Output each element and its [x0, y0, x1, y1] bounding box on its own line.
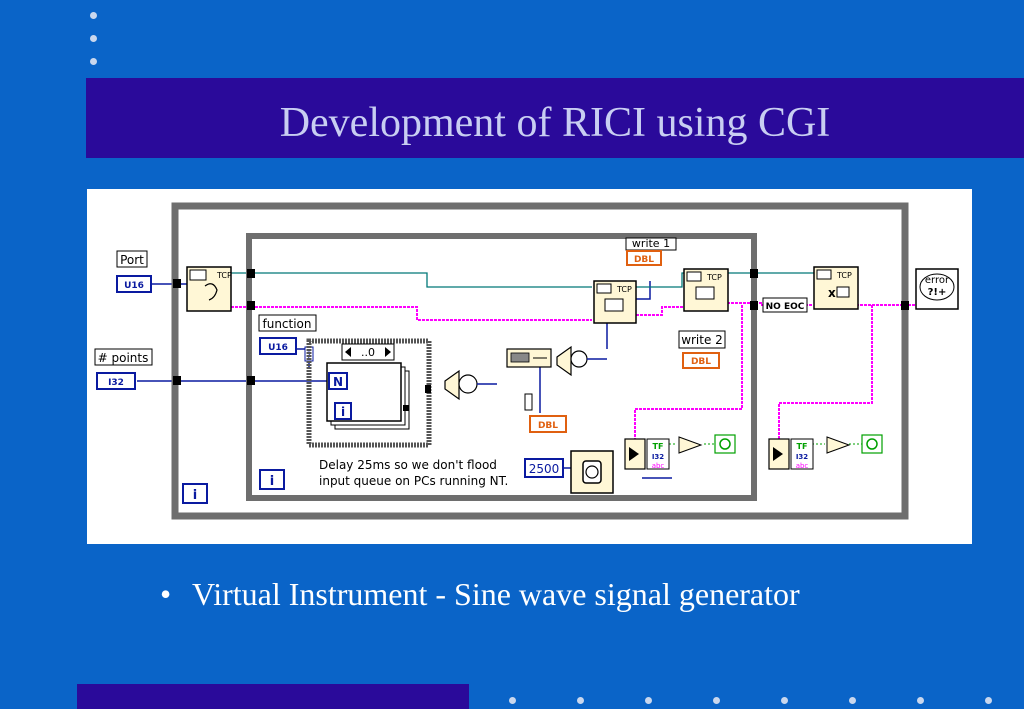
- delay-comment-line2: input queue on PCs running NT.: [319, 474, 508, 488]
- tcp-text: TCP: [216, 271, 232, 280]
- error-glyph: ?!+: [928, 287, 947, 298]
- slide-title: Development of RICI using CGI: [279, 100, 831, 146]
- decor-dot: [849, 697, 856, 704]
- wait-constant: 2500: [524, 458, 571, 478]
- decor-dot: [645, 697, 652, 704]
- wait-value: 2500: [529, 462, 560, 476]
- title-band: Development of RICI using CGI: [86, 78, 1024, 158]
- footer-band: [77, 684, 469, 709]
- function-label: function: [262, 317, 311, 331]
- abc-text: abc: [796, 462, 809, 470]
- outer-while-loop: i: [171, 202, 909, 520]
- decor-dot: [90, 58, 97, 65]
- inner-iteration-terminal: [259, 469, 285, 490]
- i32-text: I32: [652, 453, 664, 461]
- block-diagram-svg: i i Port U16 # points I32 function U16 ?: [94, 202, 959, 520]
- tcp-wire-1: [231, 272, 592, 288]
- write2-indicator: write 2 DBL: [678, 330, 726, 369]
- no-eoc-constant: NO EOC: [762, 297, 808, 313]
- decor-dot: [985, 697, 992, 704]
- error-text: error: [925, 275, 950, 286]
- write2-label: write 2: [681, 333, 723, 347]
- svg-text:x: x: [828, 286, 836, 300]
- points-type: I32: [108, 378, 124, 388]
- tf-text: TF: [797, 442, 808, 451]
- inner-while-loop: i: [246, 233, 757, 501]
- dbl-indicator-probe: DBL: [524, 393, 567, 433]
- points-label: # points: [98, 351, 149, 365]
- string-wire-6: [778, 305, 873, 441]
- decor-dot: [90, 35, 97, 42]
- port-control: Port U16: [116, 250, 152, 293]
- case-range: ..0: [361, 346, 375, 359]
- outer-i-text: i: [193, 488, 197, 503]
- wait-ms-node: [570, 450, 614, 494]
- build-array-node: [444, 369, 497, 401]
- points-control: # points I32: [94, 348, 153, 390]
- tcp-text: TCP: [706, 273, 722, 282]
- case-structure: ..0 N i: [306, 338, 432, 448]
- decor-dot: [713, 697, 720, 704]
- bullet-text: Virtual Instrument - Sine wave signal ge…: [192, 576, 800, 612]
- i32-text: I32: [796, 453, 808, 461]
- error-handler-node: error ?!+: [915, 268, 959, 310]
- write1-indicator: write 1 DBL: [625, 237, 677, 266]
- decor-dot: [781, 697, 788, 704]
- bullet-item: •Virtual Instrument - Sine wave signal g…: [160, 576, 800, 612]
- tcp-write-node-2: TCP: [683, 268, 729, 312]
- no-eoc-text: NO EOC: [766, 302, 805, 312]
- port-type: U16: [124, 281, 144, 291]
- write1-type: DBL: [634, 255, 654, 265]
- function-control: function U16 ?: [258, 314, 317, 362]
- delay-comment-line1: Delay 25ms so we don't flood: [319, 458, 497, 472]
- tcp-write-node-1: TCP: [593, 280, 637, 324]
- write2-type: DBL: [691, 357, 711, 367]
- tcp-close-node: TCP x: [813, 266, 859, 310]
- decor-dot: [577, 697, 584, 704]
- decor-dot: [509, 697, 516, 704]
- write1-label: write 1: [632, 237, 670, 250]
- block-diagram: i i Port U16 # points I32 function U16 ?: [87, 189, 972, 544]
- decor-dot: [90, 12, 97, 19]
- probe-type: DBL: [538, 421, 558, 431]
- abc-text: abc: [652, 462, 665, 470]
- inner-i-text: i: [270, 474, 274, 489]
- for-i-terminal: i: [341, 405, 345, 419]
- tcp-text: TCP: [836, 271, 852, 280]
- compare-chain-2: TF I32 abc: [768, 434, 883, 470]
- function-type: U16: [268, 343, 288, 353]
- tcp-text: TCP: [616, 285, 632, 294]
- port-label: Port: [120, 253, 144, 267]
- decor-dot: [917, 697, 924, 704]
- string-wire-1: [231, 306, 592, 321]
- n-terminal: N: [333, 375, 343, 389]
- tunnels: [173, 269, 909, 385]
- string-wire-5: [634, 305, 743, 441]
- tcp-listen-node: TCP: [186, 266, 232, 312]
- format-node: [506, 345, 607, 377]
- delay-comment: Delay 25ms so we don't flood input queue…: [319, 458, 508, 488]
- string-wire-2: [632, 306, 685, 316]
- outer-iteration-terminal: [182, 483, 208, 504]
- compare-chain-1: TF I32 abc: [624, 434, 736, 470]
- tf-text: TF: [653, 442, 664, 451]
